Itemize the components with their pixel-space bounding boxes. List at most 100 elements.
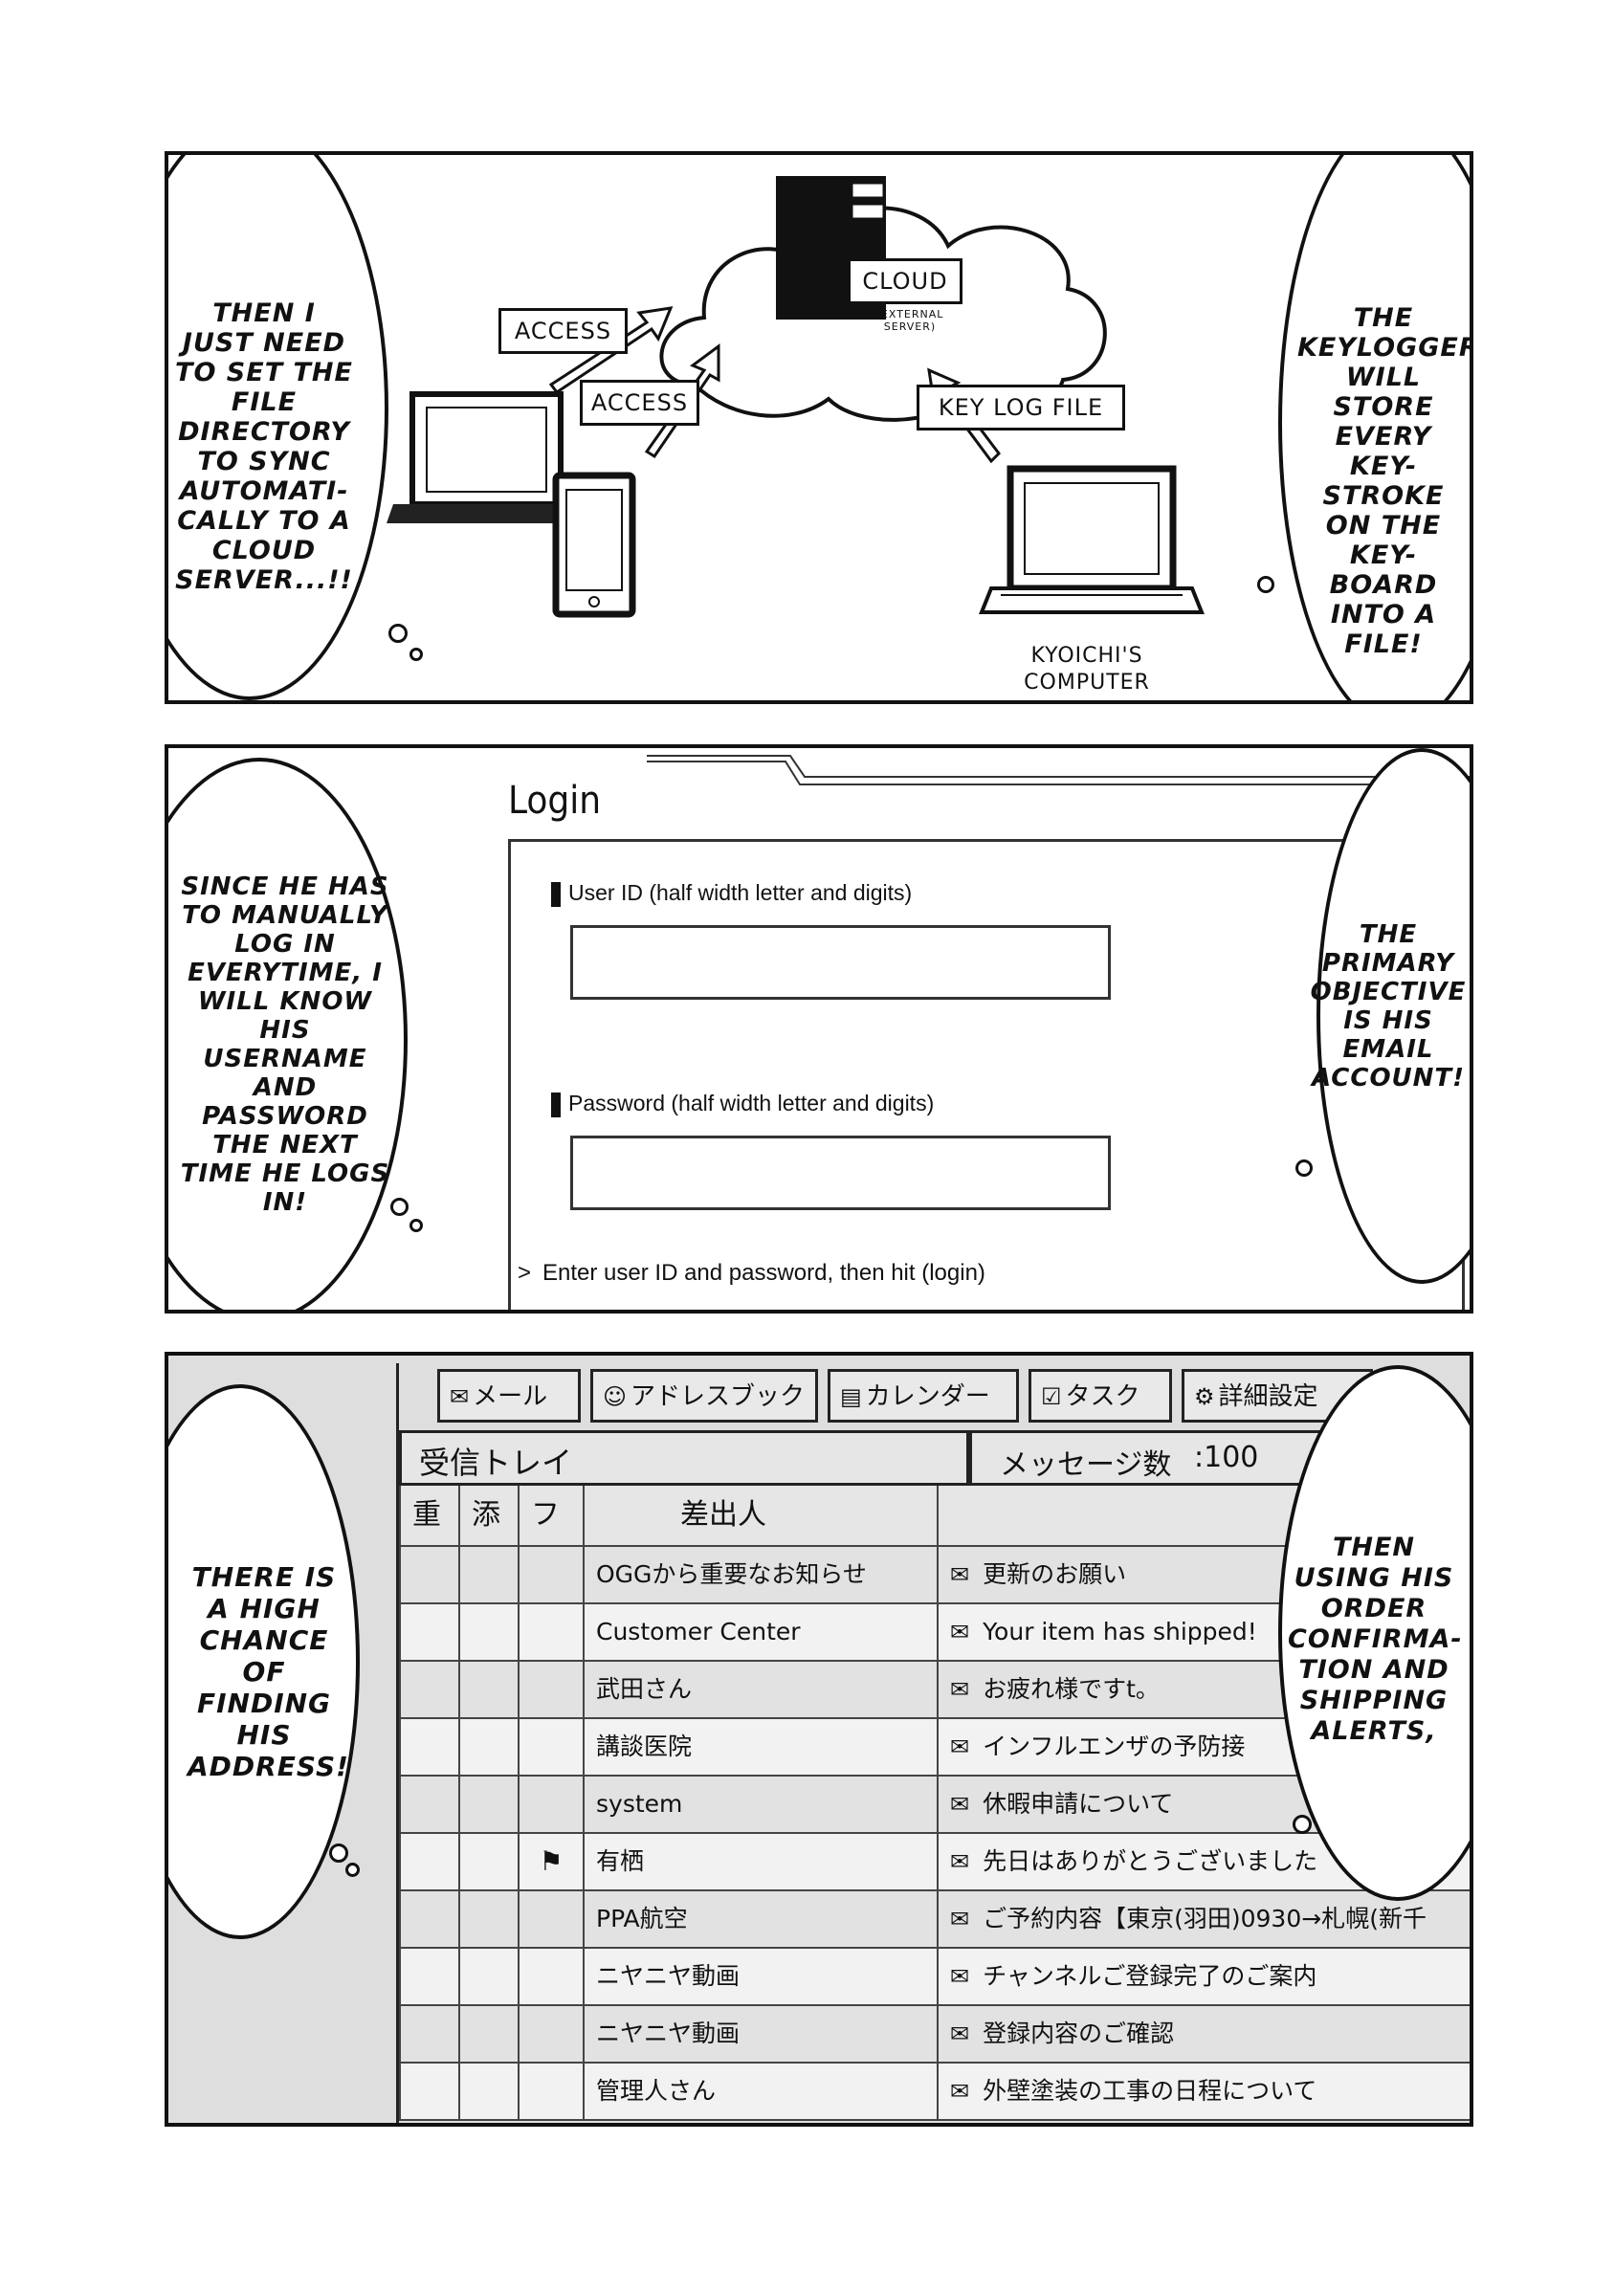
hint-arrow: > [518,1260,532,1286]
message-row[interactable]: system✉休暇申請について [399,1777,1470,1834]
envelope-icon: ✉ [950,1906,970,1932]
importance-cell [399,1604,458,1662]
importance-cell [399,1662,458,1719]
inbox-header: 受信トレイ メッセージ数 :100 [399,1430,1470,1486]
keylog-label: KEY LOG FILE [917,385,1125,430]
subject-cell: ✉更新のお願い [937,1547,1470,1604]
sender-cell: ニヤニヤ動画 [583,2006,937,2064]
thought-dot [1257,576,1274,593]
flag-cell[interactable] [518,1547,583,1604]
importance-cell [399,2064,458,2121]
flag-cell[interactable] [518,1662,583,1719]
thought-bubble-right [1278,1365,1470,1901]
thought-dot [345,1863,360,1877]
login-hint: > Enter user ID and password, then hit (l… [518,1260,985,1287]
message-row[interactable]: PPA航空 ✉ ご予約内容【東京(羽田)0930→札幌(新千 [399,1891,1470,1949]
panel-mail-inbox: ✉メール ☺アドレスブック ▤カレンダー ☑タスク ⚙詳細設定 受信トレイ メッ… [165,1352,1473,2127]
toolbar-calendar-button[interactable]: ▤カレンダー [828,1369,1019,1423]
header-divider [966,1433,972,1483]
sender-cell: system [583,1777,937,1834]
sender-cell: 有栖 [583,1834,937,1891]
flag-cell[interactable] [518,1719,583,1777]
bubble-text-left: THEN I JUST NEED TO SET THE FILE DIRECTO… [175,298,353,595]
sender-cell: ニヤニヤ動画 [583,1949,937,2006]
user-id-label-text: User ID (half width letter and digits) [568,880,913,905]
subject-text: Your item has shipped! [983,1618,1257,1645]
column-header-subject[interactable] [937,1486,1470,1547]
bubble-text-right: THEN USING HIS ORDER CONFIRMA- TION AND … [1288,1533,1463,1746]
thought-dot [329,1843,348,1863]
message-count-label: メッセージ数 [1000,1448,1172,1482]
cloud-label: CLOUD [848,258,962,304]
sender-cell: OGGから重要なお知らせ [583,1547,937,1604]
flag-cell[interactable] [518,1604,583,1662]
flag-cell[interactable] [518,2006,583,2064]
calendar-icon: ▤ [840,1383,862,1410]
bubble-text-left: THERE IS A HIGH CHANCE OF FINDING HIS AD… [188,1561,349,1782]
flag-cell[interactable] [518,1777,583,1834]
message-row[interactable]: 管理人さん✉外壁塗装の工事の日程について [399,2064,1470,2121]
login-title: Login [508,779,602,823]
toolbar-mail-button[interactable]: ✉メール [437,1369,581,1423]
subject-text: 先日はありがとうございました [983,1847,1318,1875]
bubble-text-left: SINCE HE HAS TO MANUALLY LOG IN EVERYTIM… [180,872,390,1217]
envelope-icon: ✉ [950,1676,970,1703]
importance-cell [399,2006,458,2064]
message-row[interactable]: ニヤニヤ動画✉登録内容のご確認 [399,2006,1470,2064]
importance-cell [399,1949,458,2006]
checkbox-icon: ☑ [1041,1383,1062,1410]
subject-text: チャンネルご登録完了のご案内 [983,1962,1317,1990]
toolbar-label: メール [473,1382,548,1411]
password-input[interactable] [570,1136,1111,1210]
thought-dot [390,1198,409,1216]
column-header-flag[interactable]: フ [518,1486,583,1547]
column-header-sender[interactable]: 差出人 [583,1486,937,1547]
sender-cell: 管理人さん [583,2064,937,2121]
bubble-text-right: THE KEYLOGGER WILL STORE EVERY KEY- STRO… [1297,303,1473,659]
importance-cell [399,1891,458,1949]
subject-cell: ✉チャンネルご登録完了のご案内 [937,1949,1470,2006]
column-header-importance[interactable]: 重 [399,1486,458,1547]
message-count-value: :100 [1194,1441,1259,1474]
envelope-icon: ✉ [950,2020,970,2047]
password-label-text: Password (half width letter and digits) [568,1091,935,1115]
subject-text: 休暇申請について [983,1790,1174,1818]
message-row[interactable]: ニヤニヤ動画✉チャンネルご登録完了のご案内 [399,1949,1470,2006]
password-label: Password (half width letter and digits) [551,1091,934,1117]
user-id-input[interactable] [570,925,1111,1000]
cloud-sublabel: (EXTERNAL SERVER) [875,308,944,333]
flag-cell[interactable] [518,1949,583,2006]
subject-text: ご予約内容【東京(羽田)0930→札幌(新千 [983,1905,1427,1932]
sender-cell: PPA航空 [583,1891,937,1949]
bubble-text-right: THE PRIMARY OBJECTIVE IS HIS EMAIL ACCOU… [1310,920,1467,1093]
attachment-cell [458,1662,518,1719]
login-form [508,839,1465,1310]
thought-dot [409,1219,423,1232]
toolbar-label: 詳細設定 [1218,1382,1318,1411]
subject-cell: ✉外壁塗装の工事の日程について [937,2064,1470,2121]
envelope-icon: ✉ [950,1619,970,1645]
toolbar-task-button[interactable]: ☑タスク [1029,1369,1172,1423]
label-marker [551,1092,561,1117]
envelope-icon: ✉ [950,1848,970,1875]
importance-cell [399,1719,458,1777]
flag-cell[interactable] [518,2064,583,2121]
thought-bubble-left [168,155,388,700]
importance-cell [399,1547,458,1604]
subject-cell: ✉ ご予約内容【東京(羽田)0930→札幌(新千 [937,1891,1470,1949]
thought-bubble-right [1278,155,1470,700]
message-row[interactable]: ⚑有栖 ✉ 先日はありがとうございました [399,1834,1470,1891]
flag-cell[interactable] [518,1891,583,1949]
hint-text: Enter user ID and password, then hit (lo… [542,1260,985,1286]
column-header-attachment[interactable]: 添 [458,1486,518,1547]
attachment-cell [458,1777,518,1834]
subject-cell: ✉ 先日はありがとうございました [937,1834,1470,1891]
person-icon: ☺ [603,1383,628,1410]
panel-cloud-sync: THEN I JUST NEED TO SET THE FILE DIRECTO… [165,151,1473,704]
toolbar-addressbook-button[interactable]: ☺アドレスブック [590,1369,818,1423]
attachment-cell [458,1719,518,1777]
flag-cell[interactable]: ⚑ [518,1834,583,1891]
envelope-icon: ✉ [950,1561,970,1588]
subject-text: インフルエンザの予防接 [983,1733,1246,1760]
subject-cell: ✉ Your item has shipped! [937,1604,1470,1662]
